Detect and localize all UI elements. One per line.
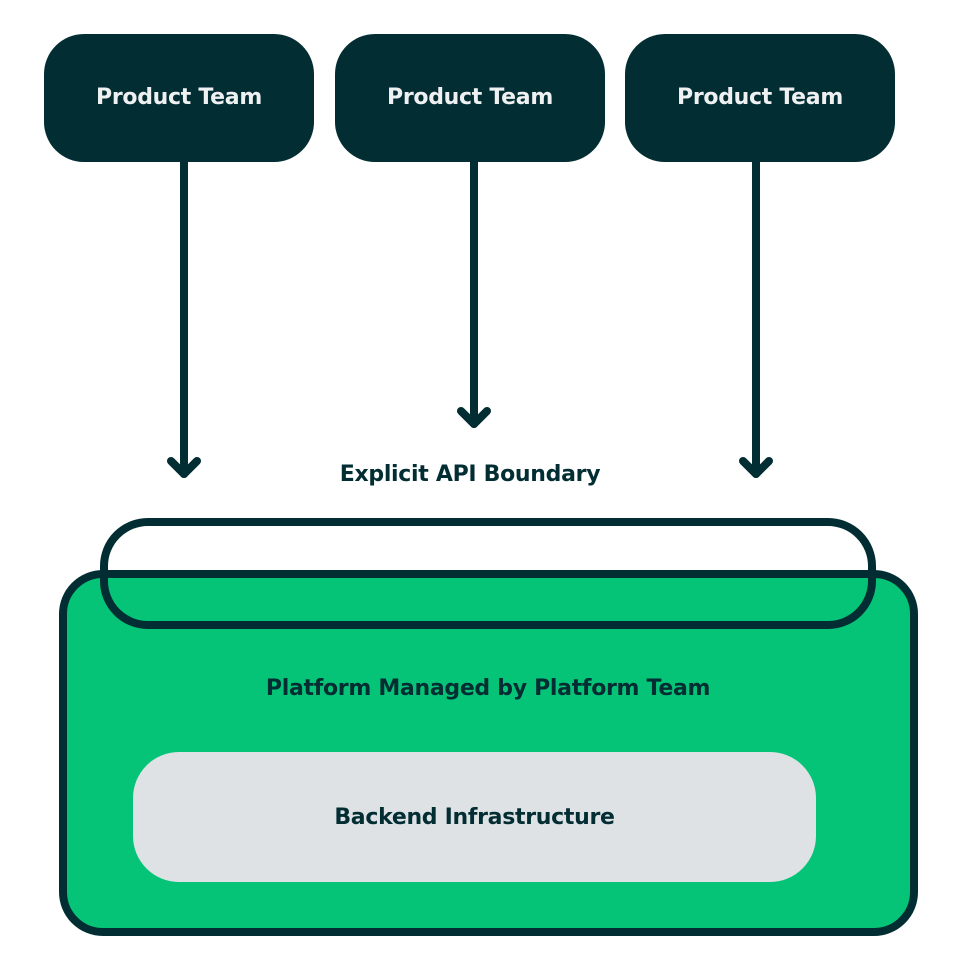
product-team-label: Product Team [387,84,553,110]
product-team-node: Product Team [625,34,895,162]
backend-infrastructure-node: Backend Infrastructure [133,752,816,882]
api-boundary-label: Explicit API Boundary [339,462,601,487]
platform-label: Platform Managed by Platform Team [265,676,711,701]
product-team-node: Product Team [335,34,605,162]
arrow-head-icon [457,407,491,428]
product-team-node: Product Team [44,34,314,162]
arrow-team-3-to-api [739,156,773,478]
api-boundary-outline [100,518,876,629]
arrow-team-1-to-api [167,156,201,478]
product-team-label: Product Team [677,84,843,110]
arrow-team-2-to-api [457,156,491,428]
backend-infrastructure-label: Backend Infrastructure [334,804,615,830]
product-team-label: Product Team [96,84,262,110]
